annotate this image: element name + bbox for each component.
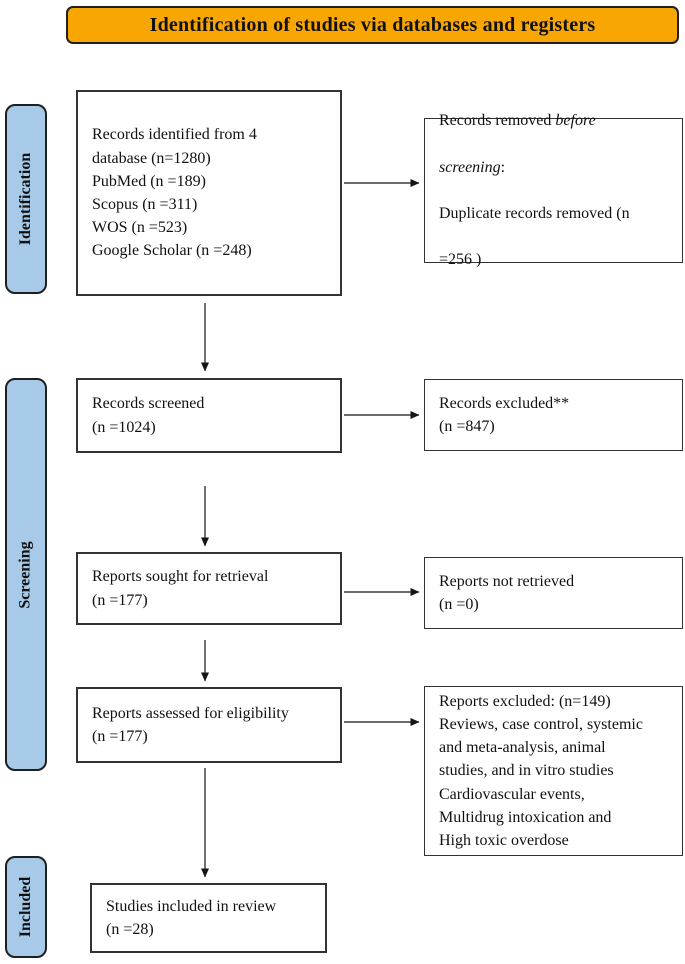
records-removed-line1-italic: before [555, 112, 596, 130]
diagram-title-banner: Identification of studies via databases … [66, 6, 679, 44]
box-reports-assessed-text: Reports assessed for eligibility (n =177… [92, 704, 289, 745]
records-removed-line3: Duplicate records removed (n [439, 205, 630, 223]
records-removed-line2-text: : [500, 158, 506, 176]
box-studies-included-text: Studies included in review (n =28) [106, 897, 277, 938]
box-records-excluded: Records excluded** (n =847) [424, 379, 683, 451]
diagram-title: Identification of studies via databases … [149, 13, 596, 36]
records-removed-line1-text: Records removed [439, 112, 556, 130]
box-reports-sought-text: Reports sought for retrieval (n =177) [92, 568, 269, 609]
box-reports-excluded-text: Reports excluded: (n=149) Reviews, case … [439, 692, 643, 849]
records-removed-line2-italic: screening [439, 158, 501, 176]
box-studies-included: Studies included in review (n =28) [90, 883, 327, 953]
box-records-identified-text: Records identified from 4 database (n=12… [92, 126, 257, 260]
stage-label-screening-text: Screening [17, 540, 35, 609]
records-removed-line2: screening: [439, 156, 630, 179]
box-reports-not-retrieved: Reports not retrieved (n =0) [424, 557, 683, 629]
records-removed-line4: =256 ) [439, 251, 482, 269]
box-reports-excluded: Reports excluded: (n=149) Reviews, case … [424, 686, 683, 856]
box-reports-assessed: Reports assessed for eligibility (n =177… [76, 687, 342, 763]
stage-label-identification: Identification [5, 104, 47, 294]
box-records-screened-text: Records screened (n =1024) [92, 395, 205, 436]
records-removed-line1: Records removed before [439, 109, 630, 132]
box-reports-sought: Reports sought for retrieval (n =177) [76, 552, 342, 625]
box-records-removed-text: Records removed before screening: Duplic… [439, 86, 630, 295]
stage-label-identification-text: Identification [17, 152, 35, 246]
box-records-identified: Records identified from 4 database (n=12… [76, 90, 342, 296]
box-reports-not-retrieved-text: Reports not retrieved (n =0) [439, 572, 575, 613]
box-records-removed: Records removed before screening: Duplic… [424, 112, 683, 268]
box-records-excluded-text: Records excluded** (n =847) [439, 394, 570, 435]
stage-label-screening: Screening [5, 378, 47, 771]
stage-label-included-text: Included [17, 876, 34, 938]
box-records-screened: Records screened (n =1024) [76, 378, 342, 453]
stage-label-included: Included [5, 856, 47, 958]
